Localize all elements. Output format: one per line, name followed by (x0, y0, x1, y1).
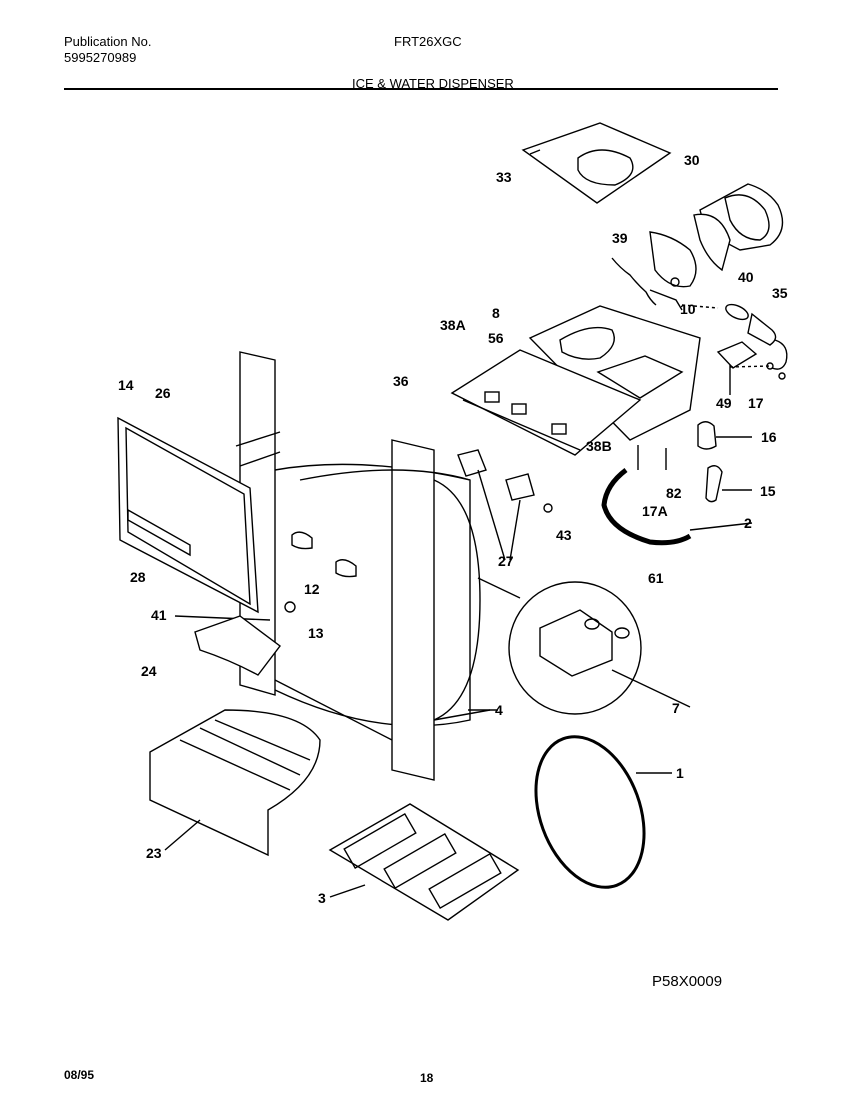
part-7-61-switch-detail (477, 577, 691, 715)
callout-43: 43 (556, 527, 572, 543)
publication-label: Publication No. (64, 34, 152, 49)
callout-82: 82 (666, 485, 682, 501)
callout-7: 7 (672, 700, 680, 716)
drawing-code: P58X0009 (652, 973, 723, 990)
part-16-light-socket (697, 421, 752, 450)
footer-date: 08/95 (64, 1068, 95, 1082)
part-3-heater (328, 803, 520, 921)
callout-12: 12 (304, 581, 320, 597)
footer-page-number: 18 (420, 1071, 434, 1085)
part-4-dispenser-housing (239, 351, 491, 781)
callout-labels: 33 30 39 40 35 8 38A 56 10 36 49 17 14 2… (118, 152, 788, 906)
callout-49: 49 (716, 395, 732, 411)
callout-4: 4 (495, 702, 503, 718)
part-24-paddle (194, 615, 281, 676)
callout-17a: 17A (642, 503, 668, 519)
callout-28: 28 (130, 569, 146, 585)
callout-33: 33 (496, 169, 512, 185)
part-43-screw (543, 503, 553, 513)
model-number: FRT26XGC (394, 34, 462, 49)
part-23-drip-tray (149, 709, 321, 857)
callout-1: 1 (676, 765, 684, 781)
callout-13: 13 (308, 625, 324, 641)
callout-38b: 38B (586, 438, 612, 454)
part-15-light-bulb (705, 465, 752, 503)
callout-15: 15 (760, 483, 776, 499)
part-27-switch-actuators (457, 449, 535, 561)
part-39-wire (611, 231, 697, 311)
section-title: ICE & WATER DISPENSER (352, 76, 514, 91)
callout-39: 39 (612, 230, 628, 246)
callout-27: 27 (498, 553, 514, 569)
callout-17: 17 (748, 395, 764, 411)
callout-30: 30 (684, 152, 700, 168)
part-49-bracket (716, 341, 786, 395)
callout-8: 8 (492, 305, 500, 321)
callout-41: 41 (151, 607, 167, 623)
callout-24: 24 (141, 663, 157, 679)
callout-36: 36 (393, 373, 409, 389)
part-1-heater-ring (534, 735, 646, 889)
part-14-28-control-panel (117, 416, 259, 614)
part-33-cover-plate (521, 122, 672, 204)
part-36-switch-panel (450, 349, 642, 456)
callout-2: 2 (744, 515, 752, 531)
callout-3: 3 (318, 890, 326, 906)
part-30-chute-housing (693, 183, 784, 272)
part-41-rod (174, 615, 271, 621)
callout-40: 40 (738, 269, 754, 285)
callout-26: 26 (155, 385, 171, 401)
publication-number: 5995270989 (64, 50, 137, 65)
callout-35: 35 (772, 285, 788, 301)
part-12-clip (291, 531, 313, 550)
callout-61: 61 (648, 570, 664, 586)
callout-14: 14 (118, 377, 134, 393)
part-2-wire-harness (601, 468, 753, 546)
callout-16: 16 (761, 429, 777, 445)
part-40-35-motor (681, 303, 788, 370)
callout-38a: 38A (440, 317, 466, 333)
part-13-nut (284, 601, 296, 613)
callout-23: 23 (146, 845, 162, 861)
part-26-screw (235, 431, 281, 447)
callout-56: 56 (488, 330, 504, 346)
callout-10: 10 (680, 301, 696, 317)
header-rule (64, 88, 778, 90)
